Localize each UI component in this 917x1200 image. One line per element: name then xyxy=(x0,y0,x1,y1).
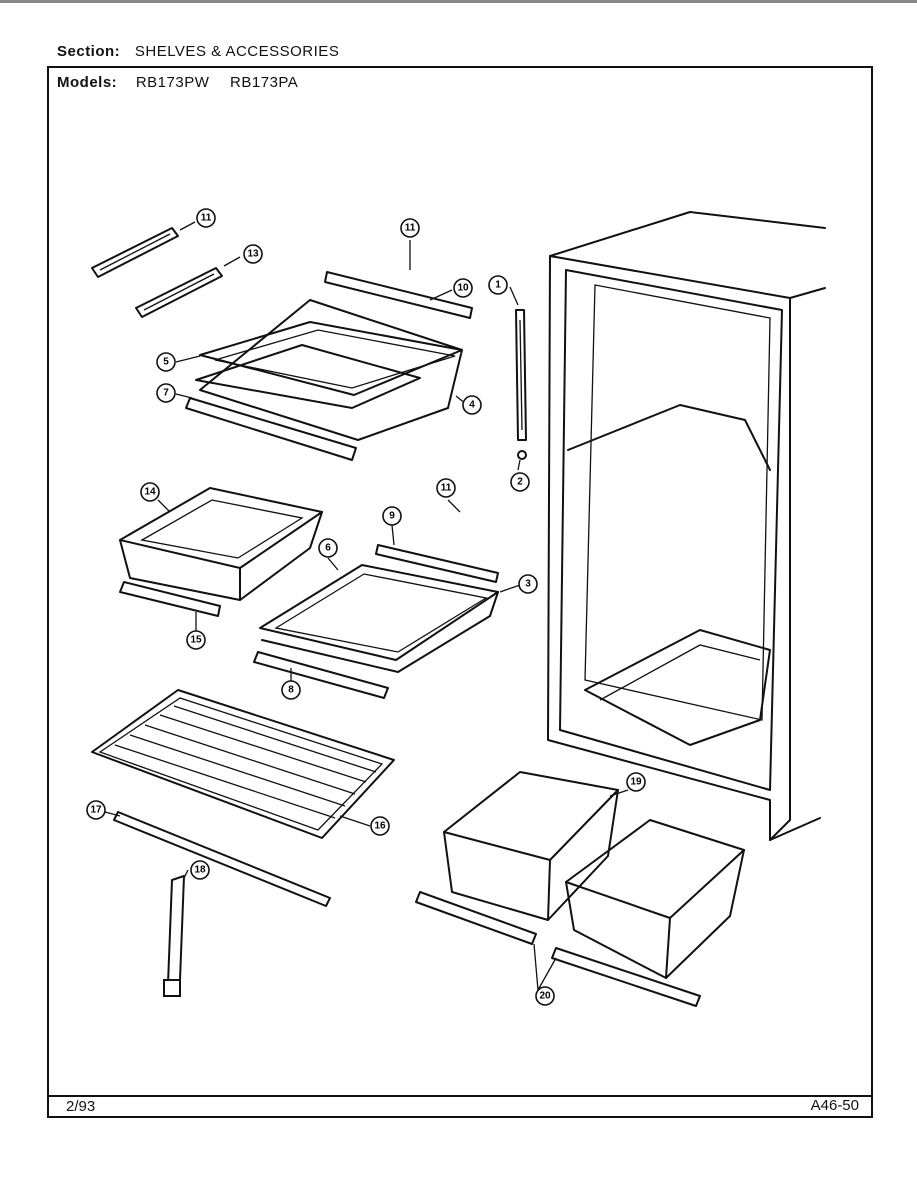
svg-text:15: 15 xyxy=(190,635,202,646)
callout-12: 11 xyxy=(196,208,216,228)
crisper-pan-right xyxy=(565,819,745,979)
callout-11-upper: 11 xyxy=(400,218,420,238)
shelf-bracket-13 xyxy=(135,267,223,318)
footer-date: 2/93 xyxy=(66,1098,96,1115)
svg-text:18: 18 xyxy=(194,865,206,876)
svg-text:13: 13 xyxy=(247,249,259,260)
svg-text:10: 10 xyxy=(457,283,469,294)
shelf-ribs xyxy=(114,705,377,819)
top-border-line xyxy=(0,0,917,3)
section-label: Section: xyxy=(57,43,121,60)
adjustment-rod-18 xyxy=(163,875,185,997)
shelf-bracket-12 xyxy=(91,227,179,278)
middle-shelf-assembly xyxy=(253,544,499,699)
model-rb173pa: RB173PA xyxy=(230,74,299,91)
callout-1: 1 xyxy=(488,275,508,295)
callout-19: 19 xyxy=(626,772,646,792)
crisper-pan-left xyxy=(443,771,619,921)
callout-5: 5 xyxy=(156,352,176,372)
callout-6: 6 xyxy=(318,538,338,558)
svg-text:5: 5 xyxy=(163,357,169,368)
shelf-support-rail xyxy=(515,309,527,460)
drawer-14 xyxy=(119,487,323,617)
callout-13: 13 xyxy=(243,244,263,264)
svg-text:2: 2 xyxy=(517,477,523,488)
section-value: SHELVES & ACCESSORIES xyxy=(134,43,340,60)
callout-10: 10 xyxy=(453,278,473,298)
callout-4: 4 xyxy=(462,395,482,415)
crisper-rails-20 xyxy=(415,891,701,1007)
callout-2: 2 xyxy=(510,472,530,492)
svg-text:11: 11 xyxy=(405,223,416,234)
svg-text:11: 11 xyxy=(441,483,452,494)
svg-text:17: 17 xyxy=(90,805,102,816)
callout-14: 14 xyxy=(140,482,160,502)
svg-text:19: 19 xyxy=(630,777,642,788)
callout-17: 17 xyxy=(86,800,106,820)
callout-11-lower: 11 xyxy=(436,478,456,498)
callout-20: 20 xyxy=(535,986,555,1006)
callout-16: 16 xyxy=(370,816,390,836)
callout-9: 9 xyxy=(382,506,402,526)
models-heading: Models: RB173PW RB173PA xyxy=(57,74,314,91)
glass-shelf-16 xyxy=(91,689,395,907)
diagram-frame xyxy=(47,66,873,1118)
svg-text:1: 1 xyxy=(495,280,501,291)
svg-text:20: 20 xyxy=(539,991,551,1002)
upper-shelf-assembly xyxy=(185,271,473,461)
svg-text:7: 7 xyxy=(163,388,169,399)
svg-text:4: 4 xyxy=(469,400,475,411)
callout-18: 18 xyxy=(190,860,210,880)
svg-text:9: 9 xyxy=(389,511,395,522)
models-label: Models: xyxy=(57,74,118,91)
callout-15: 15 xyxy=(186,630,206,650)
svg-text:3: 3 xyxy=(525,579,531,590)
svg-text:14: 14 xyxy=(144,487,156,498)
svg-text:6: 6 xyxy=(325,543,331,554)
callout-7: 7 xyxy=(156,383,176,403)
callout-3: 3 xyxy=(518,574,538,594)
leader-lines xyxy=(104,221,629,991)
model-rb173pw: RB173PW xyxy=(135,74,210,91)
refrigerator-cabinet xyxy=(547,211,826,841)
svg-text:11: 11 xyxy=(201,213,212,224)
footer-divider xyxy=(49,1095,871,1097)
svg-text:8: 8 xyxy=(288,685,294,696)
section-heading: Section: SHELVES & ACCESSORIES xyxy=(57,43,339,60)
footer-code: A46-50 xyxy=(810,1097,859,1114)
callout-8: 8 xyxy=(281,680,301,700)
svg-text:16: 16 xyxy=(374,821,386,832)
